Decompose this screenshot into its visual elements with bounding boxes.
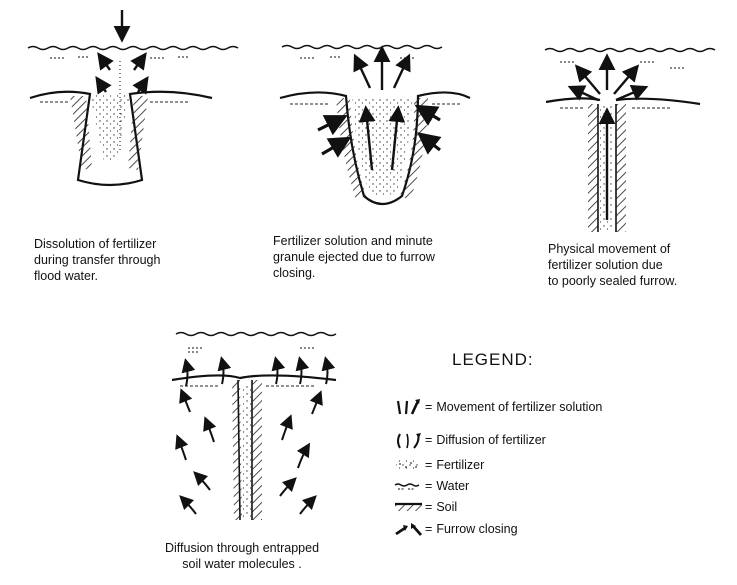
legend-equals: =	[425, 479, 432, 493]
legend-label: Soil	[436, 500, 457, 514]
caption-line: soil water molecules .	[142, 556, 342, 572]
caption-line: fertilizer solution due	[548, 257, 677, 273]
caption-diffusion: Diffusion through entrapped soil water m…	[142, 540, 342, 572]
legend-equals: =	[425, 400, 432, 414]
soil-surface	[172, 375, 336, 520]
water-surface	[545, 49, 715, 69]
legend-equals: =	[425, 458, 432, 472]
legend-label: Furrow closing	[436, 522, 517, 536]
soil-surface	[30, 92, 212, 185]
legend-item-fertilizer: = Fertilizer	[394, 456, 484, 474]
caption-line: closing.	[273, 265, 435, 281]
caption-line: Dissolution of fertilizer	[34, 236, 160, 252]
caption-line: Diffusion through entrapped	[142, 540, 342, 556]
water-wave-icon	[394, 477, 424, 495]
panel-dissolution-figure	[28, 10, 238, 185]
soil-surface	[546, 98, 700, 232]
legend-item-water: = Water	[394, 477, 469, 495]
caption-ejection: Fertilizer solution and minute granule e…	[273, 233, 435, 281]
caption-line: granule ejected due to furrow	[273, 249, 435, 265]
caption-line: to poorly sealed furrow.	[548, 273, 677, 289]
movement-arrows	[572, 58, 644, 220]
soil-hatch-icon	[394, 498, 424, 516]
furrow-closing-arrows-icon	[394, 520, 424, 538]
panel-poor-seal-figure	[545, 49, 715, 233]
caption-line: Fertilizer solution and minute	[273, 233, 435, 249]
legend-label: Water	[436, 479, 469, 493]
diffusion-arrows-icon	[394, 431, 424, 449]
fertilizer-dots-icon	[394, 456, 424, 474]
legend-item-diffusion: = Diffusion of fertilizer	[394, 431, 546, 449]
legend-label: Diffusion of fertilizer	[436, 433, 546, 447]
legend-title: LEGEND:	[452, 350, 534, 370]
legend-equals: =	[425, 500, 432, 514]
legend-label: Fertilizer	[436, 458, 484, 472]
water-surface	[176, 333, 336, 353]
panel-diffusion-figure	[172, 333, 336, 521]
movement-arrows-icon	[394, 398, 424, 416]
caption-line: during transfer through	[34, 252, 160, 268]
legend-item-movement: = Movement of fertilizer solution	[394, 398, 602, 416]
caption-dissolution: Dissolution of fertilizer during transfe…	[34, 236, 160, 284]
caption-line: Physical movement of	[548, 241, 677, 257]
caption-line: flood water.	[34, 268, 160, 284]
legend-equals: =	[425, 433, 432, 447]
soil-surface	[280, 92, 470, 204]
legend-label: Movement of fertilizer solution	[436, 400, 602, 414]
legend-equals: =	[425, 522, 432, 536]
panel-ejection-figure	[280, 46, 470, 205]
legend-item-furrow-closing: = Furrow closing	[394, 520, 518, 538]
legend-item-soil: = Soil	[394, 498, 457, 516]
caption-poor-seal: Physical movement of fertilizer solution…	[548, 241, 677, 289]
water-surface	[28, 47, 238, 59]
water-surface	[282, 46, 442, 59]
